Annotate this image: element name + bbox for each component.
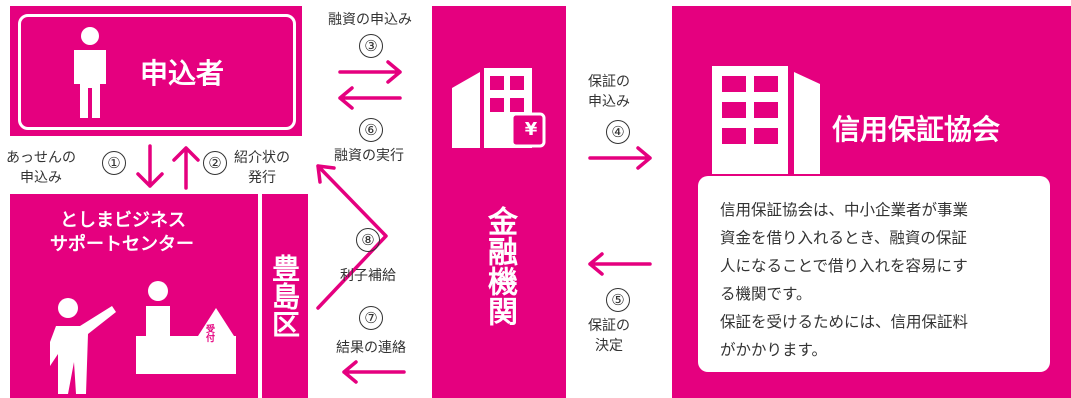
- arrow-step-1: [136, 144, 164, 188]
- toshima-ward-label: 豊島区: [268, 254, 301, 338]
- desk-sign-label: 受付: [204, 324, 214, 342]
- step-7-number: ⑦: [359, 306, 383, 330]
- step-1-label: あっせんの 申込み: [6, 150, 76, 186]
- step-7-label: 結果の連絡: [336, 340, 406, 356]
- description-line: 保証を受けるためには、信用保証料: [720, 313, 969, 331]
- bank-building-icon: [452, 68, 546, 148]
- step-1-number: ①: [102, 151, 126, 175]
- description-line: る機関です。: [720, 285, 812, 303]
- description-line: がかかります。: [720, 341, 827, 359]
- step-6-number: ⑥: [359, 118, 383, 142]
- step-5-number: ⑤: [606, 288, 630, 312]
- step-8-label: 利子補給: [340, 268, 396, 284]
- step-8-number: ⑧: [356, 228, 380, 252]
- arrow-step-2: [172, 146, 200, 190]
- description-line: 人になることで借り入れを容易にす: [720, 257, 968, 275]
- financial-institution-label: 金融機関: [482, 206, 517, 326]
- step-3-number: ③: [359, 34, 383, 58]
- arrow-step-5: [588, 252, 652, 276]
- description-line: 信用保証協会は、中小企業者が事業: [720, 201, 969, 219]
- step-2-label: 紹介状の 発行: [234, 150, 290, 186]
- guarantee-association-title: 信用保証協会: [832, 113, 1001, 146]
- arrow-step-8: [316, 164, 388, 310]
- yen-sign: ¥: [524, 119, 538, 140]
- staff-person-icon: [50, 298, 116, 394]
- guarantee-association-box: 信用保証協会 信用保証協会は、中小企業者が事業 資金を借り入れるとき、融資の保証…: [672, 6, 1071, 398]
- guarantee-description: 信用保証協会は、中小企業者が事業 資金を借り入れるとき、融資の保証 人になること…: [720, 196, 968, 364]
- applicant-box: 申込者: [10, 6, 302, 136]
- step-4-label: 保証の 申込み: [588, 74, 630, 110]
- guarantee-description-panel: 信用保証協会は、中小企業者が事業 資金を借り入れるとき、融資の保証 人になること…: [698, 176, 1050, 372]
- visitor-person-icon: [146, 281, 170, 340]
- support-center-title-line2: サポートセンター: [50, 234, 194, 255]
- person-icon: [74, 27, 106, 118]
- support-center-box: としまビジネス サポートセンター 受付 豊島区: [10, 194, 308, 398]
- reception-desk-icon: [136, 308, 236, 374]
- office-building-icon: [712, 66, 820, 174]
- applicant-inner-border: [18, 14, 296, 130]
- description-line: 資金を借り入れるとき、融資の保証: [720, 229, 967, 247]
- financial-institution-box: ¥ 金融機関: [432, 6, 566, 398]
- step-2-number: ②: [203, 151, 227, 175]
- arrow-step-7: [342, 360, 406, 384]
- support-center-title-line1: としまビジネス: [60, 210, 186, 231]
- arrow-step-4: [588, 146, 652, 170]
- step-6-label: 融資の実行: [334, 148, 404, 164]
- arrow-step-6: [338, 86, 402, 110]
- applicant-label: 申込者: [140, 57, 225, 90]
- step-5-label: 保証の 決定: [588, 318, 630, 354]
- step-3-label: 融資の申込み: [328, 12, 412, 28]
- ward-divider: [258, 194, 262, 398]
- step-4-number: ④: [606, 120, 630, 144]
- arrow-step-3: [338, 60, 402, 84]
